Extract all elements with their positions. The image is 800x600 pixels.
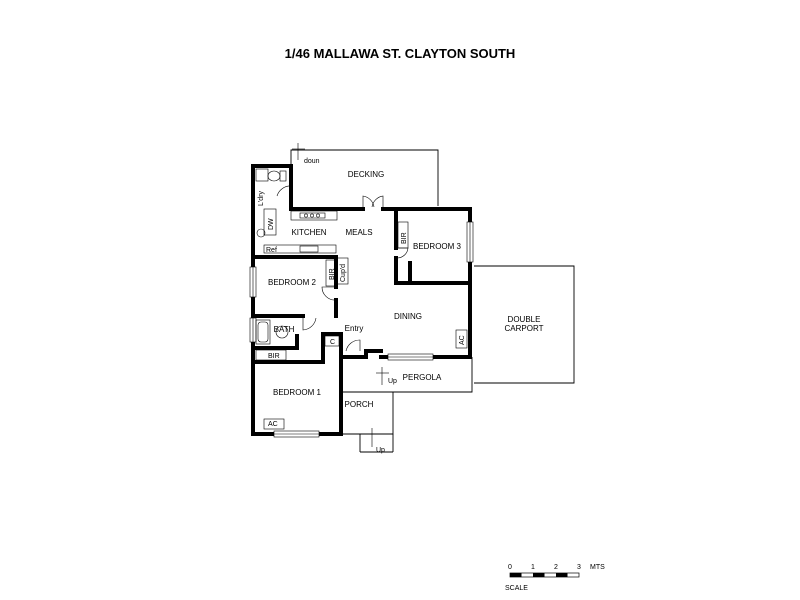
basin-icon	[275, 325, 289, 339]
label-cupboard: Cup'd	[340, 264, 347, 282]
label-bir-bedroom2: BIR	[329, 268, 336, 280]
hws-icon	[256, 228, 266, 238]
label-entry: Entry	[345, 324, 364, 333]
label-meals: MEALS	[345, 228, 372, 237]
bir-bedroom3	[397, 221, 409, 249]
scale-label: SCALE	[505, 585, 528, 592]
label-carport-2: CARPORT	[505, 324, 544, 333]
cupboard	[335, 257, 349, 285]
label-ref: Ref	[266, 247, 277, 254]
label-closet: C	[330, 339, 335, 346]
dishwasher-box	[263, 208, 277, 236]
door-swing	[302, 316, 317, 331]
scale-tick-2: 2	[554, 564, 558, 571]
bathtub-icon	[255, 319, 271, 345]
stair-marker-up-porch	[365, 428, 379, 447]
cooktop	[299, 212, 326, 219]
ac-unit-bedroom1	[263, 418, 285, 430]
bir-bedroom1	[255, 349, 287, 361]
label-bir-bedroom1: BIR	[268, 353, 280, 360]
label-ac-bedroom1: AC	[268, 421, 278, 428]
label-bedroom2: BEDROOM 2	[268, 278, 317, 287]
scale-tick-1: 1	[531, 564, 535, 571]
label-bedroom1: BEDROOM 1	[273, 388, 322, 397]
door-swing	[321, 286, 337, 301]
sink	[299, 245, 319, 253]
kitchen-lower-bench	[263, 244, 337, 254]
door-swing	[345, 339, 361, 352]
label-stairs-down: doun	[304, 158, 320, 165]
plan-title: 1/46 MALLAWA ST. CLAYTON SOUTH	[285, 46, 516, 61]
label-laundry: L'dry	[258, 191, 265, 206]
label-dw: DW	[268, 218, 275, 230]
door-swing	[276, 185, 292, 197]
kitchen-bench	[290, 210, 338, 221]
stair-marker-up-pergola	[376, 367, 389, 385]
scale-bar: 0 1 2 3 MTS SCALE	[505, 564, 605, 592]
label-bath: BATH	[274, 325, 295, 334]
label-stairs-up-pergola: Up	[388, 378, 397, 385]
laundry-trough	[255, 168, 269, 182]
label-carport-1: DOUBLE	[508, 315, 541, 324]
scale-unit: MTS	[590, 564, 605, 571]
label-kitchen: KITCHEN	[291, 228, 326, 237]
closet	[324, 335, 340, 347]
label-bir-bedroom3: BIR	[401, 232, 408, 244]
scale-tick-0: 0	[508, 564, 512, 571]
label-ac-dining: AC	[459, 335, 466, 345]
toilet-icon	[267, 170, 281, 182]
label-bedroom3: BEDROOM 3	[413, 242, 462, 251]
porch-outline	[340, 392, 394, 435]
scale-tick-3: 3	[577, 564, 581, 571]
label-stairs-up-porch: Up	[376, 447, 385, 454]
carport-outline	[474, 265, 575, 384]
label-decking: DECKING	[348, 170, 384, 179]
label-pergola: PERGOLA	[403, 373, 442, 382]
door-swing	[362, 195, 375, 209]
ac-unit-dining	[455, 329, 468, 349]
label-dining: DINING	[394, 312, 422, 321]
label-porch: PORCH	[345, 400, 374, 409]
